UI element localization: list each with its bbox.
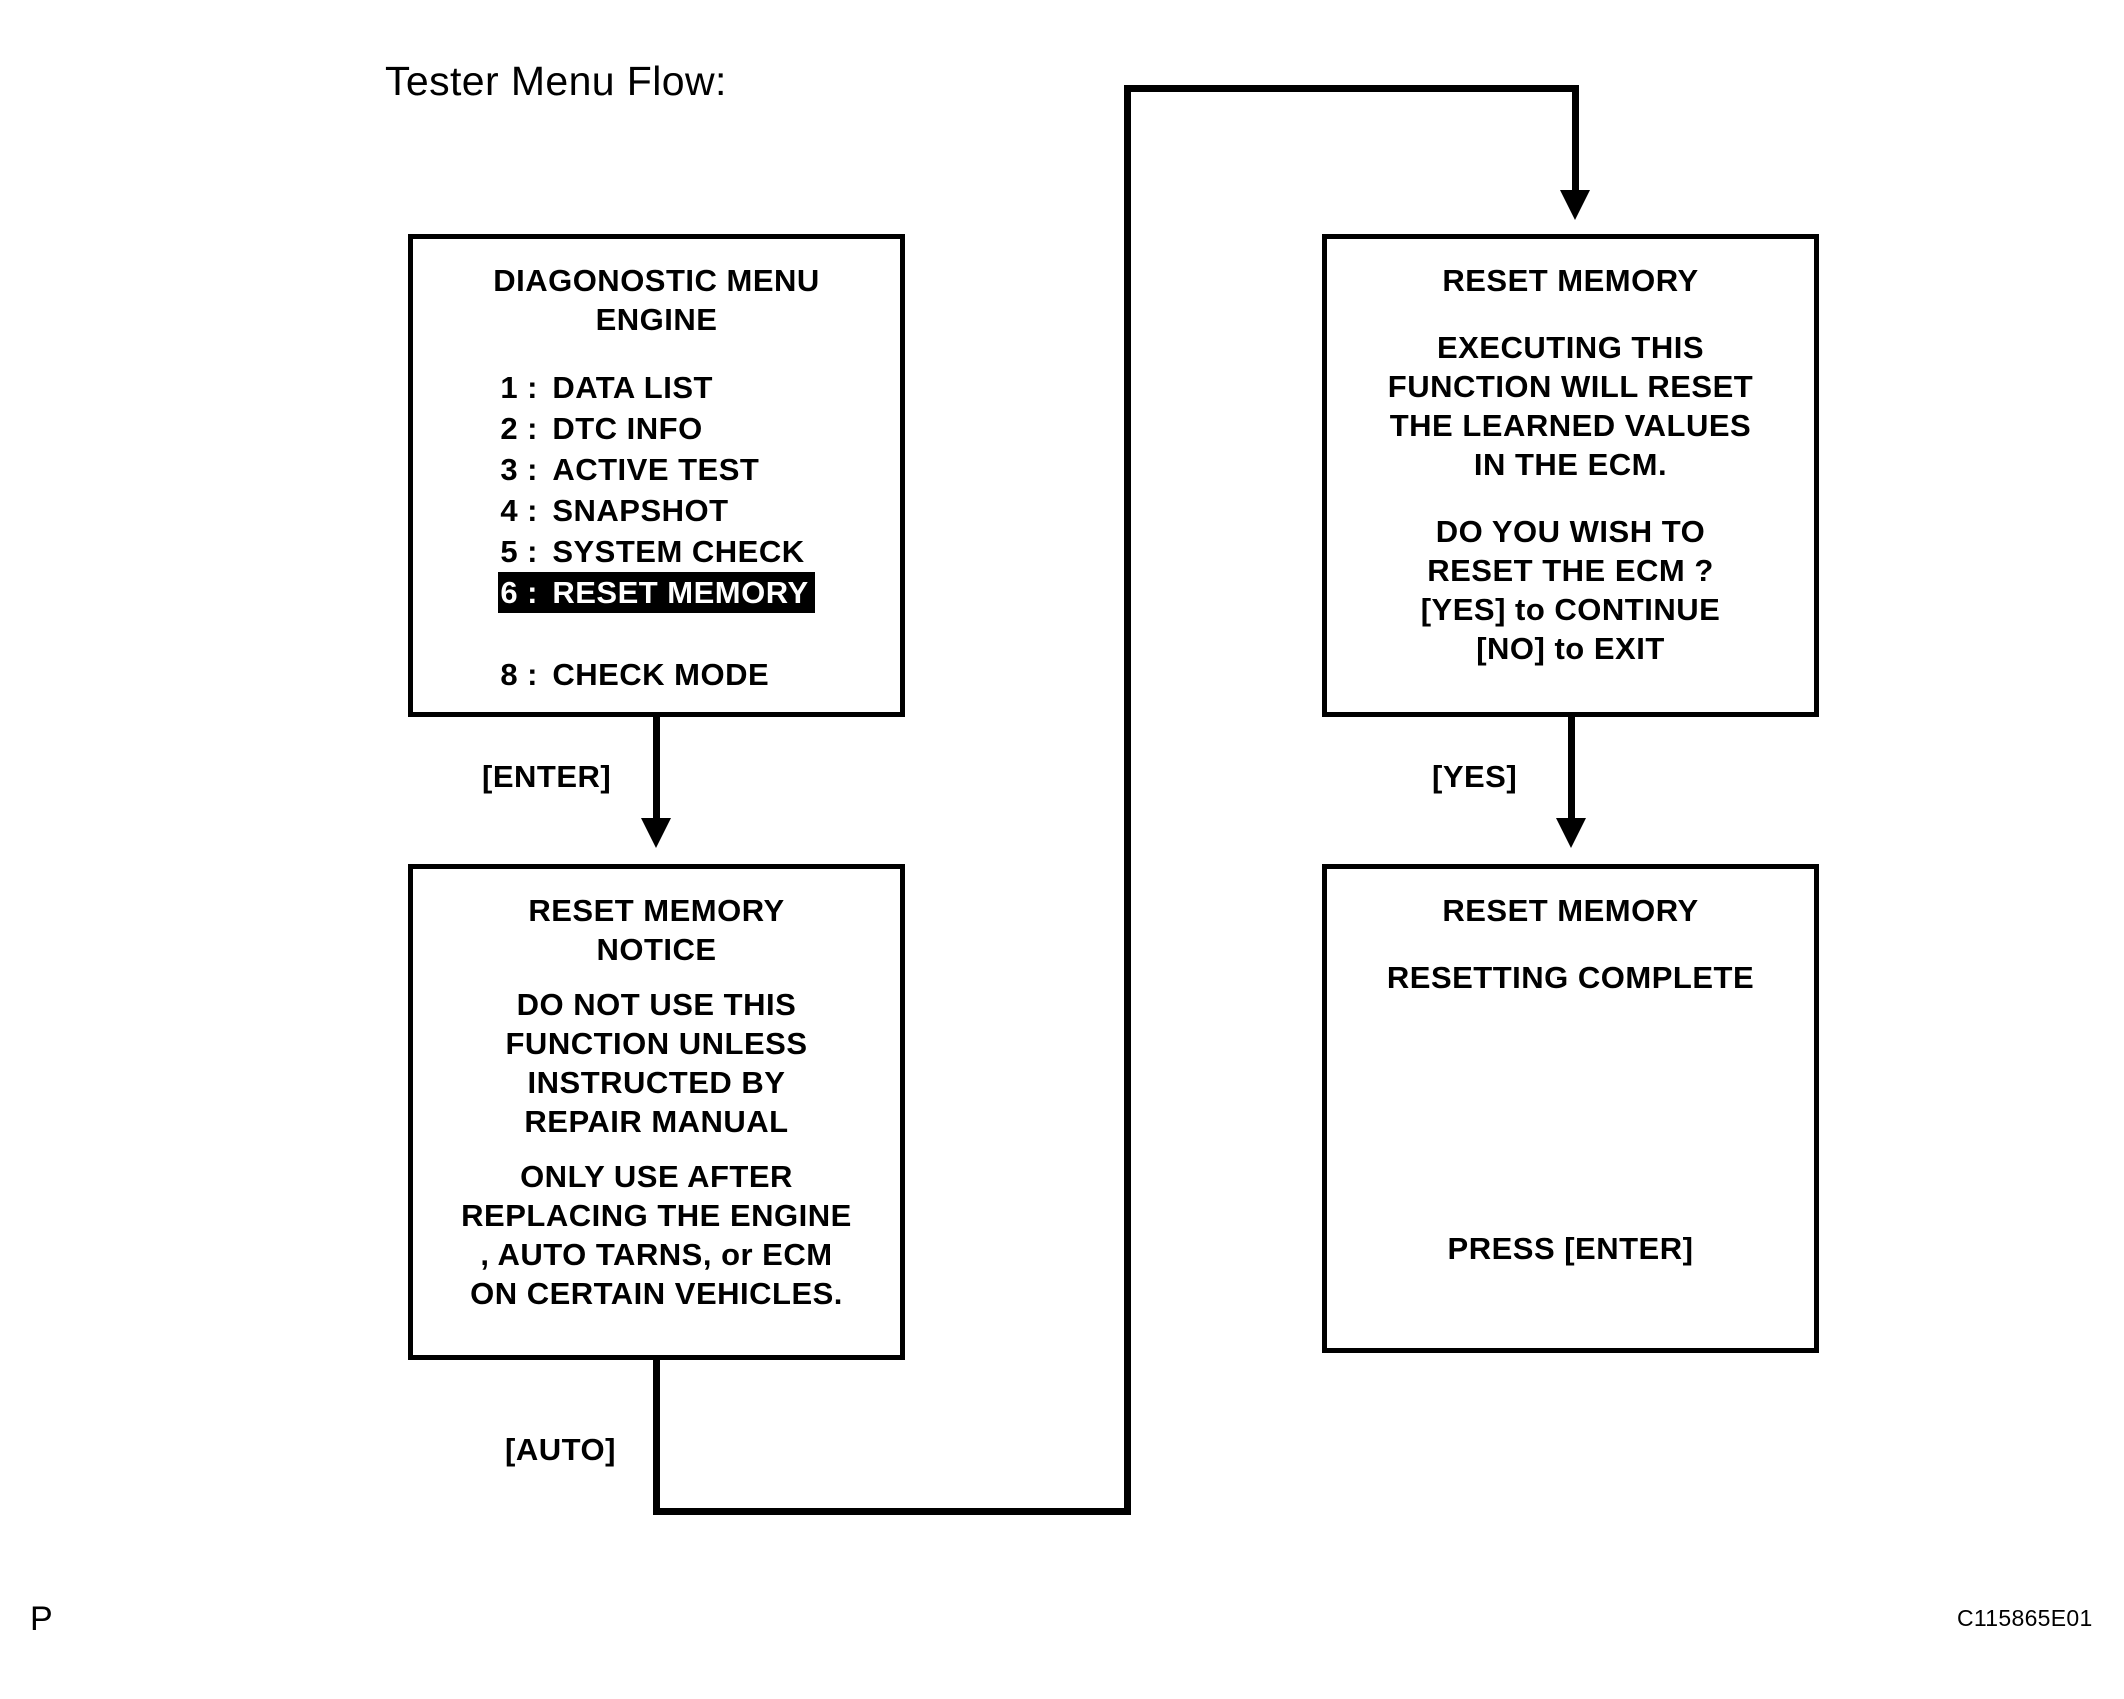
menu-item-number: 2 : <box>500 411 539 446</box>
confirm-body-line-2: FUNCTION WILL RESET <box>1387 369 1754 404</box>
menu-item-number: 6 : <box>500 575 539 610</box>
menu-item-label: SNAPSHOT <box>552 493 729 528</box>
diagnostic-menu-list: 1 :DATA LIST 2 :DTC INFO 3 :ACTIVE TEST … <box>498 367 815 695</box>
menu-item-snapshot[interactable]: 4 : SNAPSHOT <box>498 490 814 531</box>
menu-item-number: 8 : <box>500 657 539 692</box>
auto-edge-riser-segment <box>1124 85 1131 1515</box>
auto-edge-entry-segment <box>1572 85 1579 195</box>
menu-item-active-test[interactable]: 3 : ACTIVE TEST <box>498 449 814 490</box>
confirm-title: RESET MEMORY <box>1442 263 1699 298</box>
menu-item-number: 5 : <box>500 534 539 569</box>
confirm-yes-option[interactable]: [YES] to CONTINUE <box>1420 592 1721 627</box>
enter-edge-line <box>653 717 660 837</box>
notice-body-line-7: , AUTO TARNS, or ECM <box>480 1237 833 1272</box>
confirm-no-option[interactable]: [NO] to EXIT <box>1476 631 1665 666</box>
notice-body-line-8: ON CERTAIN VEHICLES. <box>470 1276 843 1311</box>
menu-item-label: RESET MEMORY <box>552 575 809 610</box>
menu-item-data-list[interactable]: 1 : DATA LIST <box>498 367 814 408</box>
confirm-question-line-1: DO YOU WISH TO <box>1435 514 1706 549</box>
menu-item-label: CHECK MODE <box>552 657 770 692</box>
yes-edge-label: [YES] <box>1432 759 1518 794</box>
auto-edge-arrowhead <box>1560 190 1590 220</box>
screen-reset-memory-notice[interactable]: RESET MEMORY NOTICE DO NOT USE THIS FUNC… <box>408 864 905 1360</box>
complete-title: RESET MEMORY <box>1442 893 1699 928</box>
auto-edge-down-segment <box>653 1360 660 1515</box>
screen-reset-memory-confirm[interactable]: RESET MEMORY EXECUTING THIS FUNCTION WIL… <box>1322 234 1819 717</box>
confirm-body-line-3: THE LEARNED VALUES <box>1389 408 1752 443</box>
menu-item-system-check[interactable]: 5 : SYSTEM CHECK <box>498 531 814 572</box>
auto-edge-horizontal-segment <box>653 1508 1131 1515</box>
menu-item-number: 3 : <box>500 452 539 487</box>
menu-item-spacer <box>498 613 814 654</box>
yes-edge-arrowhead <box>1556 818 1586 848</box>
notice-body-line-5: ONLY USE AFTER <box>520 1159 793 1194</box>
yes-edge-line <box>1568 717 1575 837</box>
menu-item-label: ACTIVE TEST <box>552 452 760 487</box>
auto-edge-top-segment <box>1124 85 1579 92</box>
notice-body-line-4: REPAIR MANUAL <box>524 1104 789 1139</box>
enter-edge-label: [ENTER] <box>482 759 612 794</box>
complete-prompt: PRESS [ENTER] <box>1447 1231 1694 1266</box>
diagnostic-menu-header-line-2: ENGINE <box>595 302 718 337</box>
menu-item-number: 4 : <box>500 493 539 528</box>
menu-item-label: SYSTEM CHECK <box>552 534 805 569</box>
notice-body-line-1: DO NOT USE THIS <box>516 987 797 1022</box>
confirm-body-line-1: EXECUTING THIS <box>1436 330 1705 365</box>
figure-code: C115865E01 <box>1957 1605 2093 1631</box>
notice-title-line-1: RESET MEMORY <box>528 893 785 928</box>
page-title: Tester Menu Flow: <box>385 58 727 104</box>
menu-item-number: 1 : <box>500 370 539 405</box>
menu-item-label: DTC INFO <box>552 411 703 446</box>
notice-body-line-6: REPLACING THE ENGINE <box>461 1198 852 1233</box>
auto-edge-label: [AUTO] <box>505 1432 616 1467</box>
menu-item-label: DATA LIST <box>552 370 713 405</box>
screen-diagnostic-menu[interactable]: DIAGONOSTIC MENU ENGINE 1 : DATA LIST 2 :… <box>408 234 905 717</box>
menu-item-check-mode[interactable]: 8 : CHECK MODE <box>498 654 814 695</box>
notice-title-line-2: NOTICE <box>596 932 717 967</box>
confirm-question-line-2: RESET THE ECM ? <box>1427 553 1714 588</box>
menu-item-dtc-info[interactable]: 2 : DTC INFO <box>498 408 814 449</box>
complete-status: RESETTING COMPLETE <box>1386 960 1755 995</box>
notice-body-line-2: FUNCTION UNLESS <box>505 1026 808 1061</box>
notice-body-line-3: INSTRUCTED BY <box>527 1065 786 1100</box>
enter-edge-arrowhead <box>641 818 671 848</box>
footer-page-mark: P <box>30 1600 53 1638</box>
screen-reset-memory-complete[interactable]: RESET MEMORY RESETTING COMPLETE PRESS [E… <box>1322 864 1819 1353</box>
diagnostic-menu-header-line-1: DIAGONOSTIC MENU <box>493 263 820 298</box>
menu-item-reset-memory-selected[interactable]: 6 : RESET MEMORY <box>498 572 815 613</box>
confirm-body-line-4: IN THE ECM. <box>1473 447 1668 482</box>
